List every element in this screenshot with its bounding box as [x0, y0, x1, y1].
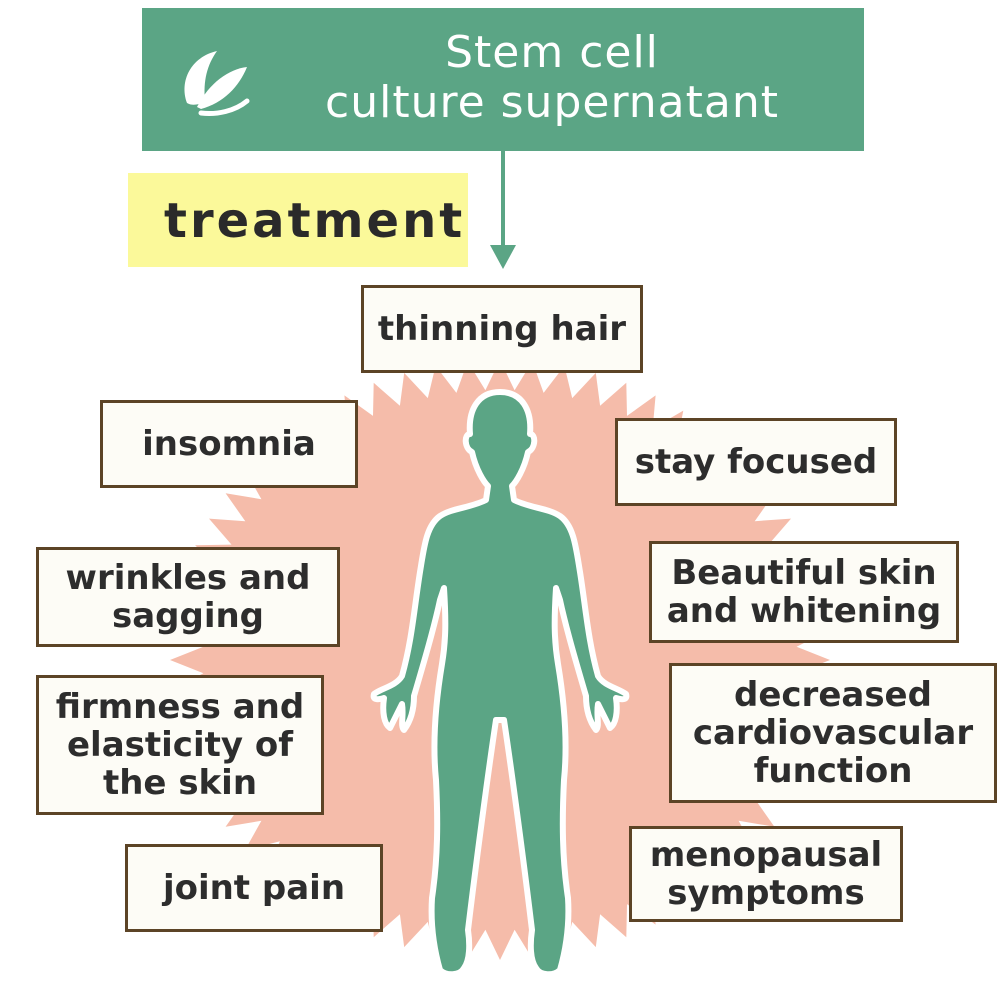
effect-label-line: function — [753, 751, 913, 791]
effect-label: joint pain — [162, 868, 346, 908]
effect-label-line: wrinkles and — [65, 558, 311, 598]
effect-label-line: sagging — [111, 596, 265, 636]
effect-label: insomnia — [142, 424, 316, 464]
treatment-label: treatment — [164, 193, 466, 249]
effect-menopausal: menopausal symptoms — [629, 826, 903, 922]
effect-label-line: symptoms — [667, 873, 865, 913]
effect-label-line: the skin — [102, 763, 258, 803]
title-line-1: Stem cell — [445, 27, 659, 78]
treatment-tag: treatment — [128, 173, 468, 267]
effect-cardiovascular: decreased cardiovascular function — [669, 663, 997, 803]
effect-thinning-hair: thinning hair — [361, 285, 643, 373]
effect-stay-focused: stay focused — [615, 418, 897, 506]
effect-label-line: and whitening — [666, 591, 942, 631]
effect-firmness-elasticity: firmness and elasticity of the skin — [36, 675, 324, 815]
effect-label-line: Beautiful skin — [671, 553, 937, 593]
effect-label-line: decreased — [734, 675, 932, 715]
effect-insomnia: insomnia — [100, 400, 358, 488]
page-title: Stem cell culture supernatant — [272, 28, 832, 128]
effect-beautiful-skin: Beautiful skin and whitening — [649, 541, 959, 643]
effect-label-line: menopausal — [649, 835, 883, 875]
leaf-logo-icon — [184, 51, 250, 116]
down-arrow-icon — [490, 151, 516, 269]
effect-label-line: firmness and — [55, 687, 305, 727]
effect-label-line: cardiovascular — [692, 713, 974, 753]
effect-label: stay focused — [634, 442, 878, 482]
effect-wrinkles-sagging: wrinkles and sagging — [36, 547, 340, 647]
effect-joint-pain: joint pain — [125, 844, 383, 932]
title-banner: Stem cell culture supernatant — [142, 8, 864, 151]
effect-label-line: elasticity of — [66, 725, 293, 765]
effect-label: thinning hair — [377, 309, 627, 349]
title-line-2: culture supernatant — [325, 77, 779, 128]
